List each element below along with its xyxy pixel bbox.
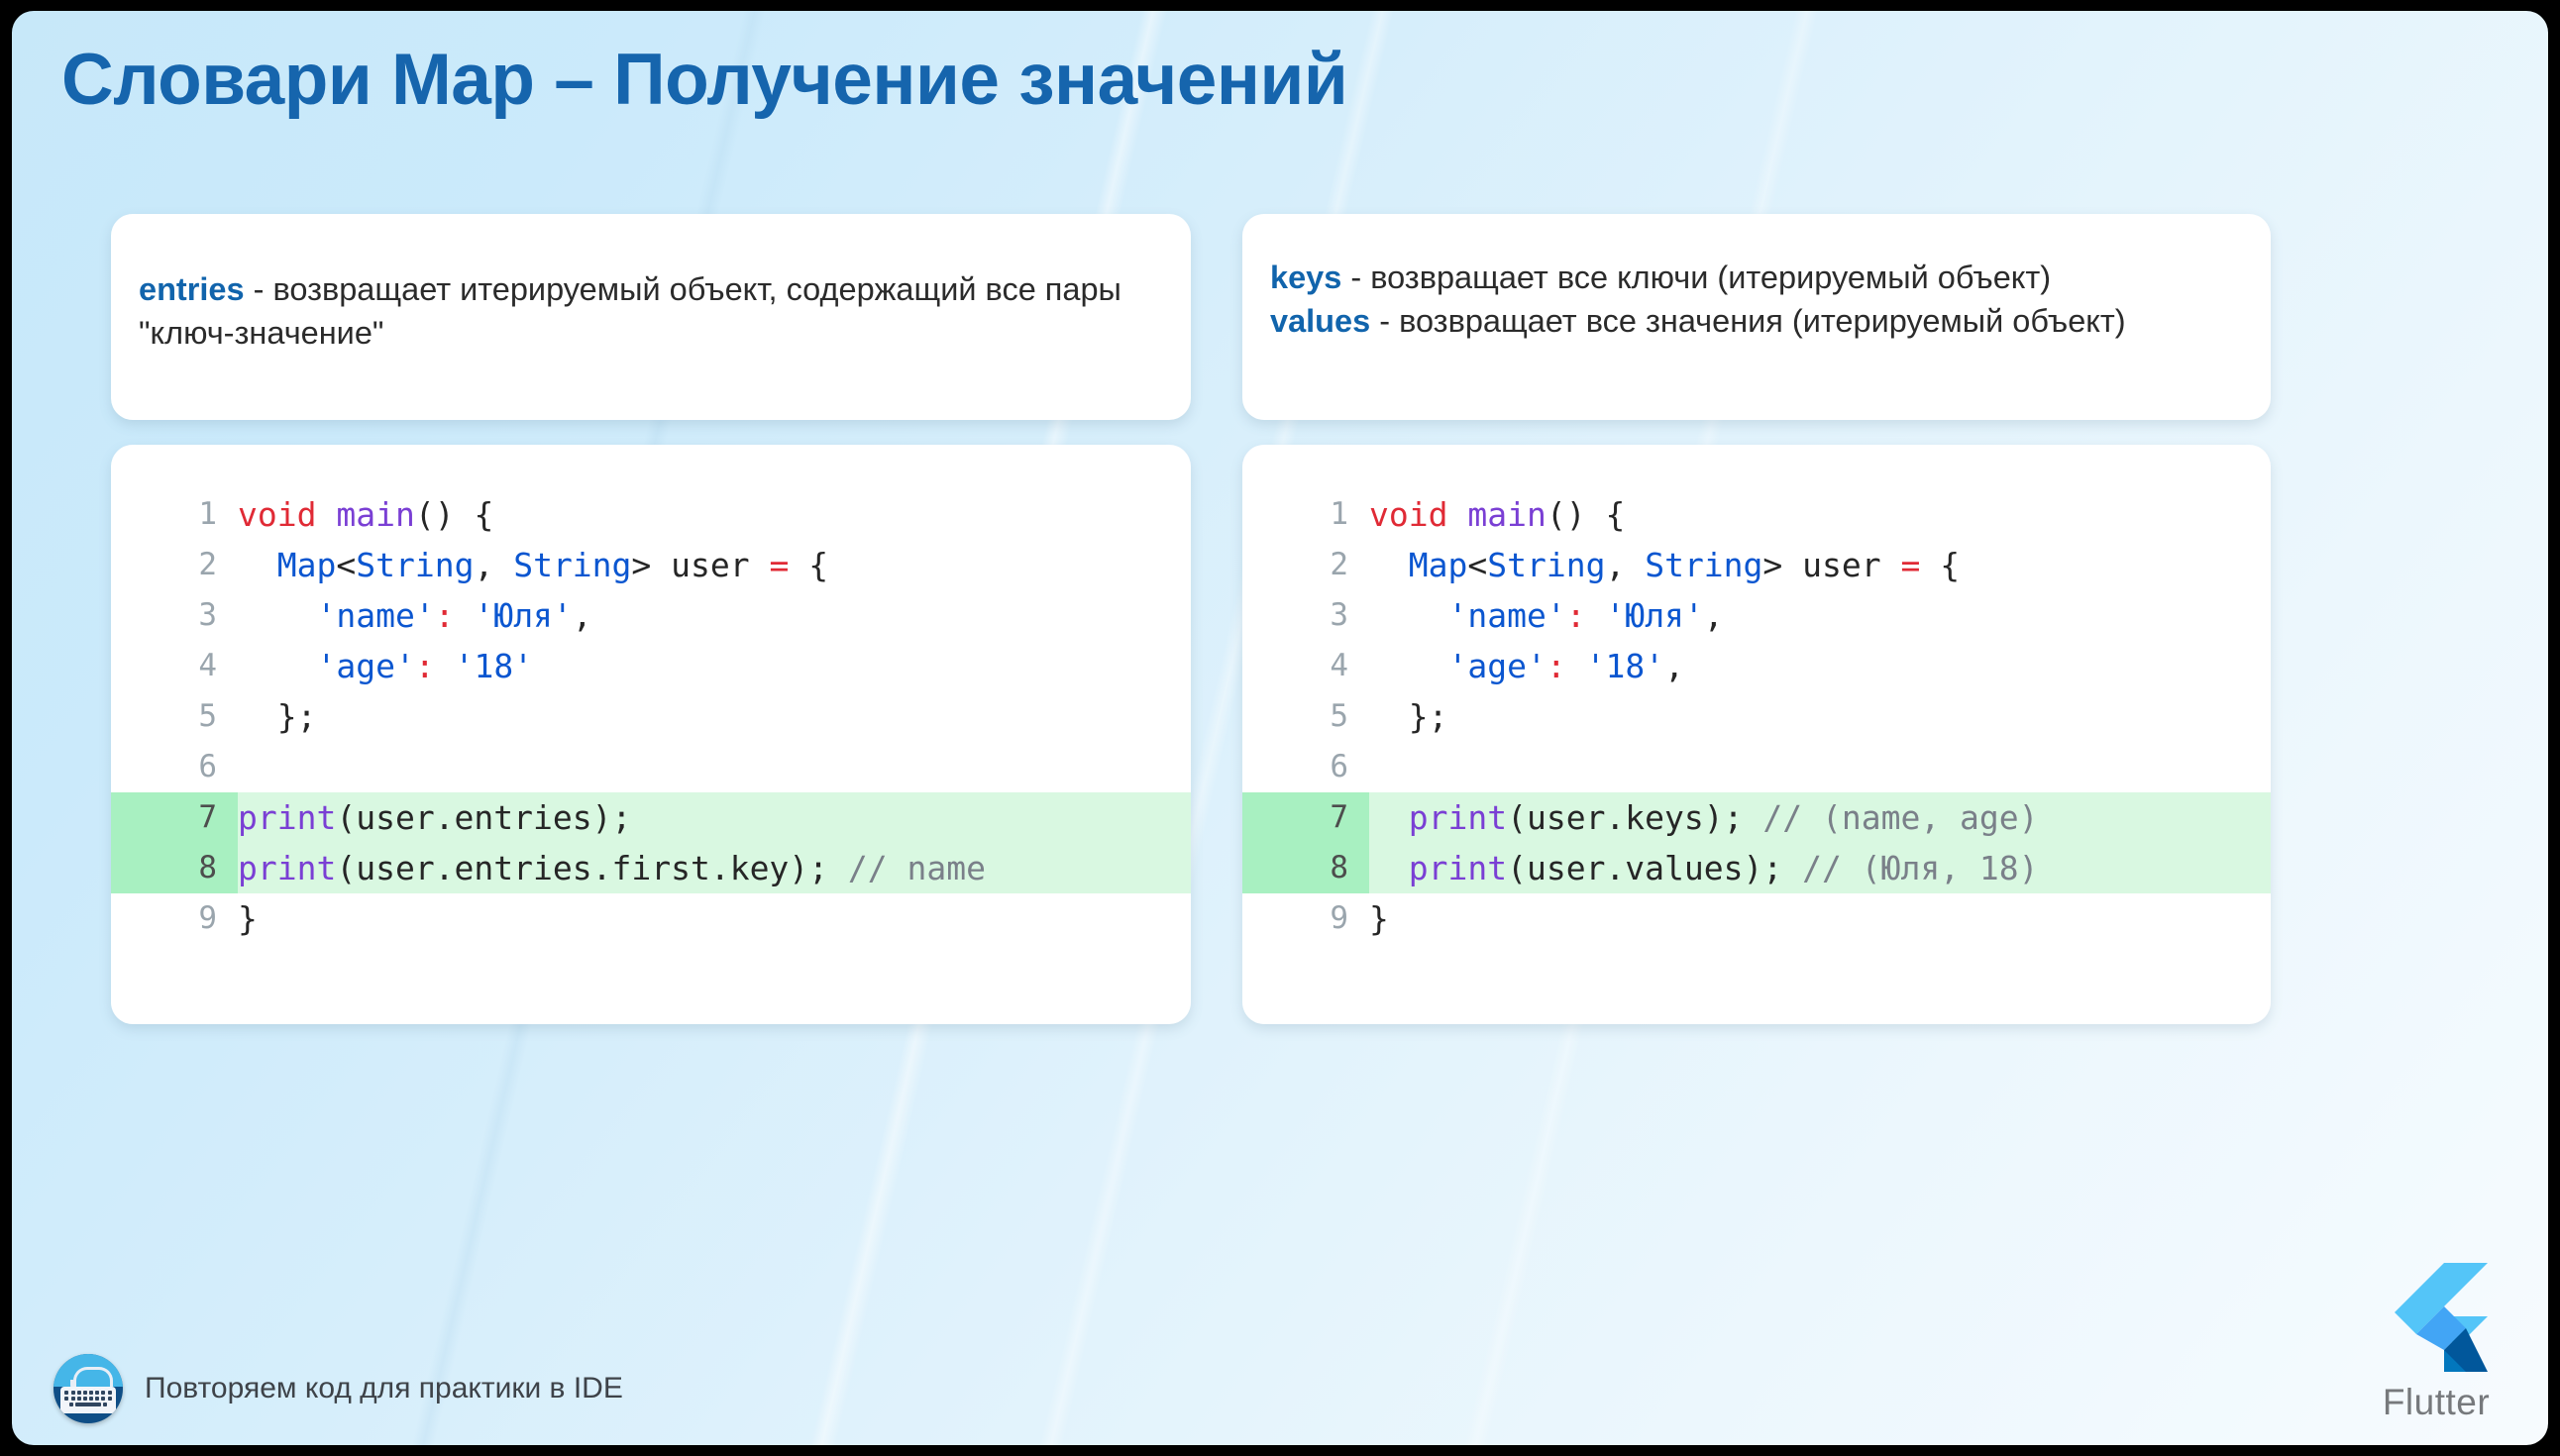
description-body-keys: - возвращает все ключи (итерируемый объе…: [1341, 260, 2052, 295]
code-line-text: 'age': '18': [316, 647, 534, 685]
keyboard-icon: [53, 1354, 123, 1423]
code-line: 3 'name': 'Юля',: [1242, 590, 2271, 641]
line-number: 1: [1330, 496, 1348, 532]
code-line: 1 void main() {: [1242, 489, 2271, 540]
keyboard-icon-row: [64, 1397, 112, 1402]
line-number: 4: [198, 648, 217, 683]
code-line: 5 };: [1242, 691, 2271, 742]
description-line-keys: keys - возвращает все ключи (итерируемый…: [1270, 256, 2251, 299]
description-text-keys-values: keys - возвращает все ключи (итерируемый…: [1270, 256, 2251, 343]
code-line-text: print(user.entries);: [238, 798, 632, 837]
description-body-entries: - возвращает итерируемый объект, содержа…: [139, 271, 1121, 351]
keyboard-icon-row: [64, 1391, 112, 1395]
footer-note: Повторяем код для практики в IDE: [53, 1354, 623, 1423]
line-number: 6: [198, 749, 217, 784]
code-line-text: }: [1369, 899, 1389, 938]
code-line: 9}: [111, 893, 1191, 944]
description-text-entries: entries - возвращает итерируемый объект,…: [139, 267, 1171, 355]
code-line-text: 'name': 'Юля',: [1447, 596, 1724, 635]
page-title: Словари Map – Получение значений: [61, 40, 1348, 120]
keyboard-icon-board: [60, 1387, 116, 1413]
line-number: 4: [1330, 648, 1348, 683]
description-card-entries: entries - возвращает итерируемый объект,…: [111, 214, 1191, 420]
description-line-values: values - возвращает все значения (итерир…: [1270, 299, 2251, 343]
code-line-text: void main() {: [238, 495, 494, 534]
flutter-wordmark: Flutter: [2382, 1382, 2491, 1422]
code-line: 6: [111, 742, 1191, 792]
footer-note-label: Повторяем код для практики в IDE: [145, 1372, 623, 1404]
line-number: 5: [1330, 698, 1348, 734]
line-number: 8: [111, 843, 238, 893]
code-line: 6: [1242, 742, 2271, 792]
line-number: 2: [1330, 547, 1348, 582]
keyboard-icon-cable: [73, 1367, 113, 1387]
code-line-text: Map<String, String> user = {: [276, 546, 829, 584]
line-number: 2: [198, 547, 217, 582]
code-line-text: Map<String, String> user = {: [1408, 546, 1961, 584]
code-line-text: 'age': '18',: [1447, 647, 1684, 685]
code-line: 7 print(user.keys); // (name, age): [1242, 792, 2271, 843]
code-line-text: print(user.entries.first.key); // name: [238, 849, 986, 887]
line-number: 1: [198, 496, 217, 532]
line-number: 3: [1330, 597, 1348, 633]
keyword-entries: entries: [139, 271, 245, 307]
code-block-keys-values: 1 void main() { 2 Map<String, String> user…: [1242, 489, 2271, 944]
keyboard-icon-row: [64, 1403, 112, 1407]
line-number: 7: [111, 792, 238, 843]
code-line: 2 Map<String, String> user = {: [1242, 540, 2271, 590]
code-line: 8 print(user.values); // (Юля, 18): [1242, 843, 2271, 893]
code-line-text: void main() {: [1369, 495, 1626, 534]
code-card-entries: 1 void main() { 2 Map<String, String> user…: [111, 445, 1191, 1024]
code-line-text: }: [238, 899, 258, 938]
code-line: 5 };: [111, 691, 1191, 742]
code-line-text: };: [1369, 697, 1448, 736]
flutter-logo: Flutter: [2362, 1261, 2510, 1423]
description-body-values: - возвращает все значения (итерируемый о…: [1370, 303, 2126, 339]
line-number: 3: [198, 597, 217, 633]
line-number: 6: [1330, 749, 1348, 784]
code-line-text: print(user.keys); // (name, age): [1408, 798, 2039, 837]
code-card-keys-values: 1 void main() { 2 Map<String, String> user…: [1242, 445, 2271, 1024]
line-number: 9: [1330, 900, 1348, 936]
line-number: 5: [198, 698, 217, 734]
code-line-text: print(user.values); // (Юля, 18): [1408, 849, 2039, 887]
description-card-keys-values: keys - возвращает все ключи (итерируемый…: [1242, 214, 2271, 420]
code-block-entries: 1 void main() { 2 Map<String, String> user…: [111, 489, 1191, 944]
flutter-logo-icon: [2395, 1263, 2488, 1372]
slide-canvas: Словари Map – Получение значений entries…: [12, 11, 2548, 1445]
code-line-text: };: [238, 697, 317, 736]
code-line-text: 'name': 'Юля',: [316, 596, 592, 635]
code-line: 4 'age': '18',: [1242, 641, 2271, 691]
code-line: 2 Map<String, String> user = {: [111, 540, 1191, 590]
line-number: 9: [198, 900, 217, 936]
code-line: 9}: [1242, 893, 2271, 944]
line-number: 7: [1242, 792, 1369, 843]
keyword-values: values: [1270, 303, 1371, 339]
code-line: 1 void main() {: [111, 489, 1191, 540]
line-number: 8: [1242, 843, 1369, 893]
code-line: 4 'age': '18': [111, 641, 1191, 691]
keyword-keys: keys: [1270, 260, 1342, 295]
code-line: 3 'name': 'Юля',: [111, 590, 1191, 641]
